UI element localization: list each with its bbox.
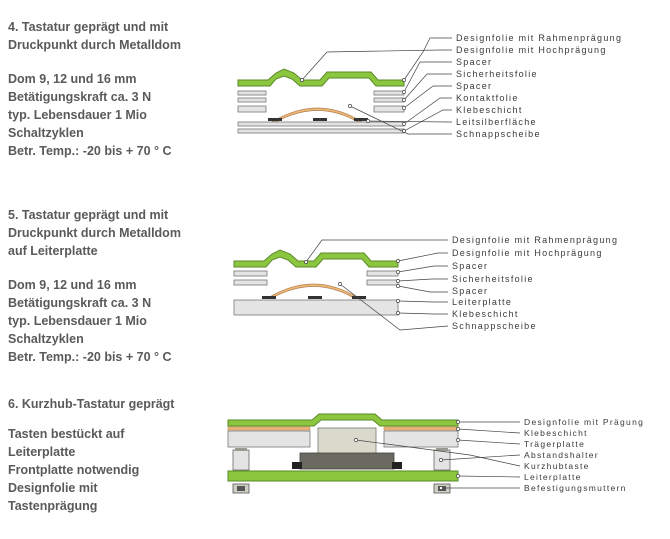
- d1-contact-foil: [237, 121, 405, 127]
- d3-label-5: Leiterplatte: [524, 472, 582, 482]
- d2-circuit-board: [233, 299, 399, 316]
- section-5-text: 5. Tastatur geprägt und mit Druckpunkt d…: [8, 206, 181, 366]
- d3-nut-left-core: [237, 486, 245, 491]
- section-6-heading: 6. Kurzhub-Tastatur geprägt: [8, 397, 175, 411]
- section-5-heading: 5. Tastatur geprägt und mit Druckpunkt d…: [8, 208, 181, 258]
- d3-carrier-plate-left: [227, 430, 311, 448]
- d3-label-6: Befestigungsmuttern: [524, 483, 627, 493]
- d2-label-0: Designfolie mit Rahmenprägung: [452, 235, 618, 245]
- d1-safety-foil-left: [237, 97, 267, 103]
- d2-contact-pad-left: [262, 296, 276, 299]
- d1-label-5: Kontaktfolie: [456, 93, 519, 103]
- section-4-specs: Dom 9, 12 und 16 mm Betätigungskraft ca.…: [8, 72, 172, 158]
- d1-label-4: Spacer: [456, 81, 492, 91]
- d1-spacer-left: [237, 90, 267, 96]
- d1-adhesive: [237, 128, 405, 134]
- d1-design-foil: [237, 68, 405, 87]
- d1-spacer-right: [373, 90, 405, 96]
- d2-label-7: Schnappscheibe: [452, 321, 537, 331]
- d1-label-3: Sicherheitsfolie: [456, 69, 538, 79]
- d3-label-4: Kurzhubtaste: [524, 461, 590, 471]
- d2-safety-foil-right: [366, 279, 399, 286]
- d3-adhesive-right: [383, 426, 459, 431]
- d3-key-body: [299, 452, 395, 470]
- section-4-heading: 4. Tastatur geprägt und mit Druckpunkt d…: [8, 20, 181, 52]
- d2-design-foil: [233, 249, 399, 268]
- d1-contact-pad-right: [354, 118, 368, 121]
- d2-label-6: Klebeschicht: [452, 309, 519, 319]
- d1-label-1: Designfolie mit Hochprägung: [456, 45, 607, 55]
- section-4-text: 4. Tastatur geprägt und mit Druckpunkt d…: [8, 18, 181, 160]
- d1-leader-lines: [301, 37, 452, 135]
- d2-label-2: Spacer: [452, 261, 488, 271]
- d2-label-5: Leiterplatte: [452, 297, 512, 307]
- d3-leader-dots: [354, 420, 460, 490]
- d2-contact-pad-right: [352, 296, 366, 299]
- d1-spacer2-left: [237, 105, 267, 113]
- d2-spacer-left: [233, 270, 268, 277]
- section-6-text: 6. Kurzhub-Tastatur geprägt Tasten bestü…: [8, 395, 174, 515]
- d3-key-foot-right: [392, 462, 402, 469]
- d3-label-0: Designfolie mit Prägung: [524, 417, 644, 427]
- d3-key-plunger: [317, 427, 377, 455]
- d1-label-0: Designfolie mit Rahmenprägung: [456, 33, 622, 43]
- d1-contact-pad-left: [268, 118, 282, 121]
- d2-label-4: Spacer: [452, 286, 488, 296]
- d3-adhesive-left: [227, 426, 311, 431]
- d2-contact-pad-center: [308, 296, 322, 299]
- d2-label-1: Designfolie mit Hochprägung: [452, 248, 603, 258]
- d2-safety-foil-left: [233, 279, 268, 286]
- diagram-1: Designfolie mit Rahmenprägung Designfoli…: [237, 33, 622, 139]
- d3-standoff-left-cap: [235, 448, 247, 451]
- d3-leader-lines: [355, 421, 521, 489]
- d3-key-foot-left: [292, 462, 302, 469]
- section-5-specs: Dom 9, 12 und 16 mm Betätigungskraft ca.…: [8, 278, 172, 364]
- d3-circuit-board: [227, 470, 459, 482]
- d2-snap-dome: [266, 283, 360, 299]
- d1-label-2: Spacer: [456, 57, 492, 67]
- d1-contact-pad-center: [313, 118, 327, 121]
- diagram-2: Designfolie mit Rahmenprägung Designfoli…: [233, 235, 618, 331]
- d3-standoff-right-cap: [436, 448, 448, 451]
- d1-label-7: Leitsilberfläche: [456, 117, 537, 127]
- d3-label-3: Abstandshalter: [524, 450, 599, 460]
- d3-carrier-plate-right: [383, 430, 459, 448]
- d1-leader-dots: [300, 78, 406, 133]
- d3-design-foil: [227, 413, 459, 427]
- d3-label-1: Klebeschicht: [524, 428, 588, 438]
- d2-label-3: Sicherheitsfolie: [452, 274, 534, 284]
- d1-label-8: Schnappscheibe: [456, 129, 541, 139]
- d3-label-2: Trägerplatte: [524, 439, 585, 449]
- d1-spacer2-right: [373, 105, 405, 113]
- d2-leader-dots: [304, 259, 400, 315]
- section-6-specs: Tasten bestückt auf Leiterplatte Frontpl…: [8, 427, 140, 513]
- d2-spacer-right: [366, 270, 399, 277]
- d3-standoff-left: [232, 449, 250, 471]
- diagram-3: Designfolie mit Prägung Klebeschicht Trä…: [227, 413, 644, 494]
- d2-leader-lines: [305, 239, 449, 331]
- d1-label-6: Klebeschicht: [456, 105, 523, 115]
- d1-safety-foil-right: [373, 97, 405, 103]
